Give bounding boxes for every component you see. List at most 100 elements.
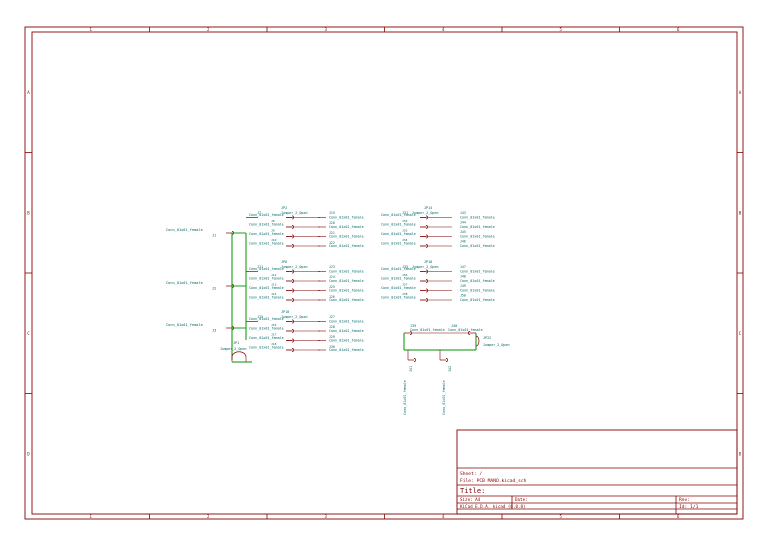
jumper-ref: JP6 — [281, 260, 287, 264]
connector-ref: J28 — [329, 325, 335, 329]
connector-ref: J22 — [329, 241, 335, 245]
connector-value: Conn_01x01_female — [381, 267, 416, 271]
connector-ref: J37 — [402, 283, 408, 287]
connector-value: Conn_01x01_female — [249, 232, 284, 236]
connector-ref: J18 — [271, 342, 277, 346]
connector-value: Conn_01x01_female — [381, 223, 416, 227]
outer-border — [24, 26, 744, 520]
connector-value: Conn_01x01_female — [460, 244, 495, 248]
connector-value: Conn_01x01_female — [329, 216, 364, 220]
connector-socket — [445, 358, 448, 362]
jumper-value: Jumper_2_Open — [281, 211, 308, 215]
connector-value: Conn_01x01_female — [249, 336, 284, 340]
connector-ref: J47 — [460, 265, 466, 269]
side-connector-value: Conn_01x01_female — [166, 228, 203, 232]
side-connector-ref: J2 — [212, 287, 216, 291]
connector-ref: J36 — [402, 273, 408, 277]
size-label: Size: A4 — [460, 497, 481, 502]
connector-ref: J31 — [402, 211, 408, 215]
inner-border — [31, 31, 738, 515]
connector-value: Conn_01x01_female — [381, 277, 416, 281]
connector-ref: J40 — [451, 324, 457, 328]
connector-ref: J15 — [257, 315, 263, 319]
connector-value: Conn_01x01_female — [381, 296, 416, 300]
connector-value: Conn_01x01_female — [329, 235, 364, 239]
connector-value: Conn_01x01_female — [249, 223, 284, 227]
connector-value: Conn_01x01_female — [329, 244, 364, 248]
connector-value: Conn_01x01_female — [448, 328, 483, 332]
connector-value: Conn_01x01_female — [249, 277, 284, 281]
jumper-ref: JP1 — [233, 341, 239, 345]
connector-value: Conn_01x01_female — [460, 270, 495, 274]
connector-value: Conn_01x01_female — [249, 242, 284, 246]
column-label: 3 — [325, 514, 328, 519]
row-label: B — [739, 210, 742, 215]
jumper-value: Jumper_2_Open — [281, 315, 308, 319]
rev-label: Rev: — [679, 497, 690, 503]
jumper-ref: JP10 — [281, 310, 289, 314]
connector-value: Conn_01x01_female — [460, 225, 495, 229]
row-label: B — [27, 210, 30, 215]
connector-ref: J11 — [257, 265, 263, 269]
date-label: Date: — [515, 497, 528, 502]
connector-ref: J35 — [402, 265, 408, 269]
connector-ref: J19 — [329, 211, 335, 215]
connector-value: Conn_01x01_female — [329, 289, 364, 293]
connector-value: Conn_01x01_female — [329, 320, 364, 324]
title-label: Title: — [460, 487, 485, 495]
connector-ref: J46 — [460, 240, 466, 244]
connector-ref: J16 — [271, 323, 277, 327]
column-label: 5 — [560, 514, 563, 519]
connector-ref: J38 — [402, 292, 408, 296]
sheet-label: Sheet: / — [460, 471, 482, 477]
connector-ref: J43 — [460, 211, 466, 215]
connector-ref: J34 — [402, 238, 408, 242]
connector-ref: J7 — [257, 211, 261, 215]
connector-value: Conn_01x01_female — [460, 279, 495, 283]
column-label: 4 — [442, 27, 445, 32]
connector-value: Conn_01x01_female — [381, 232, 416, 236]
connector-value: Conn_01x01_female — [249, 286, 284, 290]
jumper-body — [475, 335, 480, 347]
column-label: 4 — [442, 514, 445, 519]
connector-ref: J32 — [402, 219, 408, 223]
column-label: 2 — [207, 514, 210, 519]
jumper-value: Jumper_2_Open — [412, 211, 439, 215]
connector-value: Conn_01x01_female — [442, 380, 446, 415]
row-label: C — [739, 331, 742, 336]
row-label: A — [27, 90, 30, 95]
connector-value: Conn_01x01_female — [329, 225, 364, 229]
connector-ref: J10 — [271, 238, 277, 242]
connector-value: Conn_01x01_female — [329, 279, 364, 283]
column-label: 6 — [677, 514, 680, 519]
connector-value: Conn_01x01_female — [249, 317, 284, 321]
jumper-ref: JP2 — [281, 206, 287, 210]
connector-ref: J9 — [271, 229, 275, 233]
connector-value: Conn_01x01_female — [403, 380, 407, 415]
connector-ref: J24 — [329, 275, 335, 279]
jumper-ref: JP14 — [424, 206, 432, 210]
jumper-value: Jumper_2_Open — [412, 265, 439, 269]
jumper-body — [231, 351, 247, 358]
connector-ref: J30 — [329, 345, 335, 349]
row-label: C — [27, 331, 30, 336]
connector-ref: J48 — [460, 275, 466, 279]
connector-value: Conn_01x01_female — [460, 235, 495, 239]
column-label: 6 — [677, 27, 680, 32]
title-block-frame — [456, 429, 738, 515]
row-label: D — [739, 451, 742, 456]
connector-value: Conn_01x01_female — [249, 346, 284, 350]
column-label: 2 — [207, 27, 210, 32]
connector-ref: J49 — [460, 284, 466, 288]
connector-value: Conn_01x01_female — [460, 216, 495, 220]
title-block: Sheet: /File: PCB MANO.kicad_schTitle:Si… — [456, 429, 738, 515]
tool-label: KiCad E.D.A. kicad (6.0.8) — [460, 504, 526, 509]
column-label: 5 — [560, 27, 563, 32]
connector-socket — [413, 358, 416, 362]
connector-ref: J21 — [329, 231, 335, 235]
connector-value: Conn_01x01_female — [329, 348, 364, 352]
side-connector-value: Conn_01x01_female — [166, 323, 203, 327]
side-connector-ref: J1 — [212, 234, 216, 238]
